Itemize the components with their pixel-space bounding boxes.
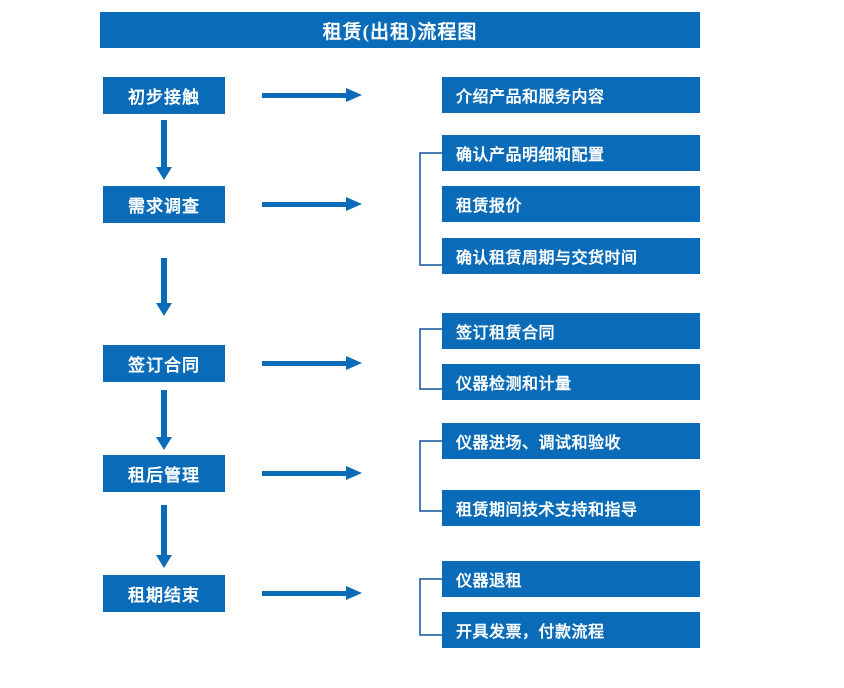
arrow-shaft — [262, 591, 350, 596]
arrow-shaft — [262, 471, 350, 476]
detail-box-g2-2[interactable]: 租赁报价 — [442, 186, 700, 222]
bracket-top-stub — [419, 152, 442, 154]
detail-box-g2-1[interactable]: 确认产品明细和配置 — [442, 135, 700, 171]
group-bracket-4 — [419, 440, 442, 512]
vertical-arrow-2 — [156, 258, 172, 316]
stage-box-1[interactable]: 初步接触 — [103, 77, 225, 114]
detail-box-g2-3[interactable]: 确认租赁周期与交货时间 — [442, 238, 700, 274]
stage-box-4[interactable]: 租后管理 — [103, 455, 225, 492]
arrow-shaft — [161, 390, 167, 437]
detail-box-g5-1[interactable]: 仪器退租 — [442, 561, 700, 597]
bracket-vertical-line — [419, 152, 421, 266]
arrow-shaft — [161, 258, 167, 303]
page-title: 租赁(出租)流程图 — [100, 12, 700, 48]
arrow-head-icon — [156, 303, 172, 316]
horizontal-arrow-2 — [262, 197, 362, 211]
arrow-head-icon — [156, 167, 172, 180]
detail-box-g3-2[interactable]: 仪器检测和计量 — [442, 364, 700, 400]
arrow-shaft — [262, 202, 350, 207]
bracket-vertical-line — [419, 328, 421, 390]
vertical-arrow-4 — [156, 505, 172, 568]
bracket-top-stub — [419, 578, 442, 580]
arrow-shaft — [262, 361, 350, 366]
horizontal-arrow-1 — [262, 88, 362, 102]
stage-box-5[interactable]: 租期结束 — [103, 575, 225, 612]
stage-box-2[interactable]: 需求调查 — [103, 186, 225, 223]
group-bracket-2 — [419, 152, 442, 266]
bracket-top-stub — [419, 440, 442, 442]
arrow-head-icon — [346, 356, 362, 370]
horizontal-arrow-5 — [262, 586, 362, 600]
bracket-bottom-stub — [419, 510, 442, 512]
detail-box-g3-1[interactable]: 签订租赁合同 — [442, 313, 700, 349]
arrow-head-icon — [156, 555, 172, 568]
bracket-top-stub — [419, 328, 442, 330]
detail-box-g4-1[interactable]: 仪器进场、调试和验收 — [442, 423, 700, 459]
arrow-head-icon — [346, 197, 362, 211]
arrow-head-icon — [156, 437, 172, 450]
stage-box-3[interactable]: 签订合同 — [103, 345, 225, 382]
group-bracket-3 — [419, 328, 442, 390]
horizontal-arrow-3 — [262, 356, 362, 370]
horizontal-arrow-4 — [262, 466, 362, 480]
bracket-bottom-stub — [419, 264, 442, 266]
detail-box-g4-2[interactable]: 租赁期间技术支持和指导 — [442, 490, 700, 526]
detail-box-g5-2[interactable]: 开具发票，付款流程 — [442, 612, 700, 648]
bracket-vertical-line — [419, 578, 421, 636]
bracket-vertical-line — [419, 440, 421, 512]
arrow-head-icon — [346, 88, 362, 102]
arrow-shaft — [161, 120, 167, 167]
group-bracket-5 — [419, 578, 442, 636]
arrow-head-icon — [346, 586, 362, 600]
arrow-head-icon — [346, 466, 362, 480]
vertical-arrow-1 — [156, 120, 172, 180]
arrow-shaft — [161, 505, 167, 555]
arrow-shaft — [262, 93, 350, 98]
detail-box-g1-1[interactable]: 介绍产品和服务内容 — [442, 77, 700, 113]
vertical-arrow-3 — [156, 390, 172, 450]
bracket-bottom-stub — [419, 634, 442, 636]
bracket-bottom-stub — [419, 388, 442, 390]
